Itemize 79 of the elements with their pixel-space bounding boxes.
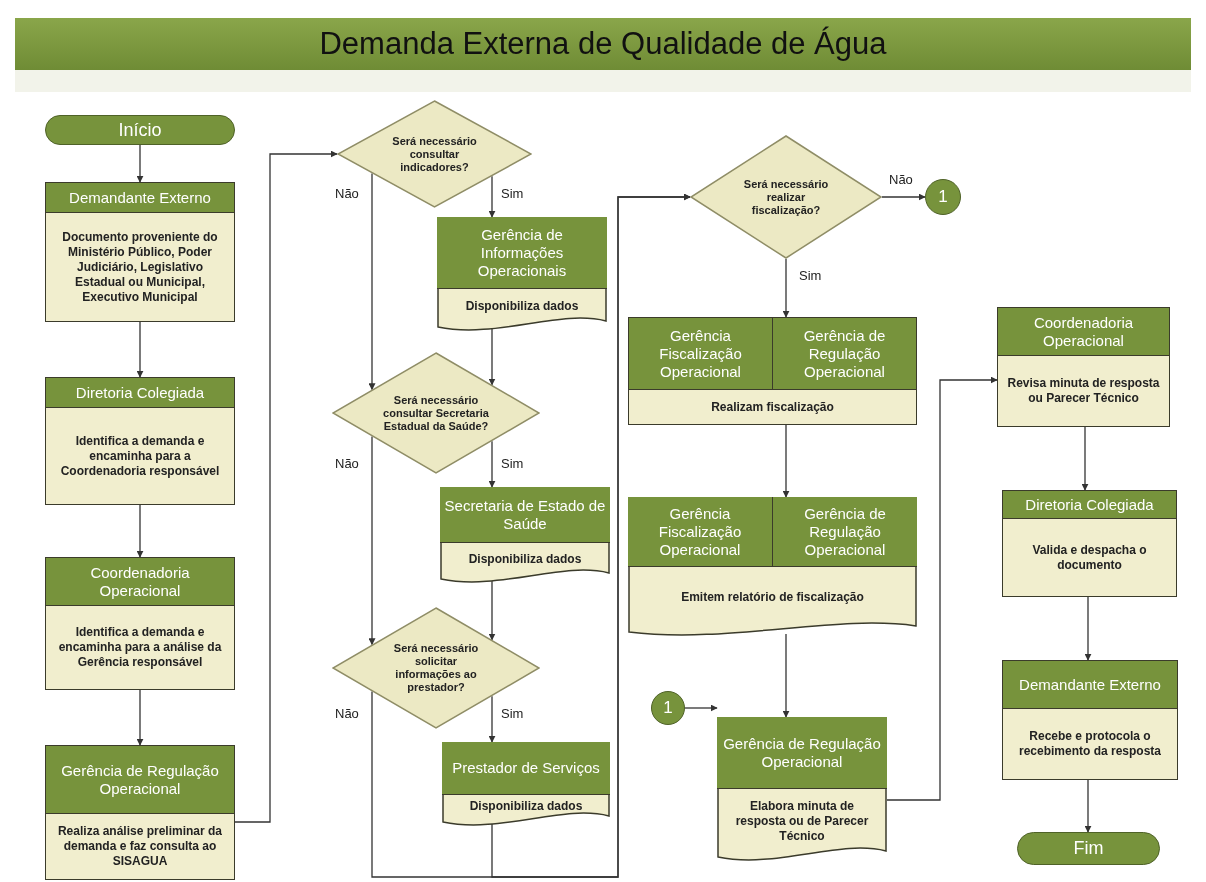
arrow — [881, 193, 926, 201]
step-text: Elabora minuta de resposta ou de Parecer Técnico — [734, 797, 870, 845]
role-header: Diretoria Colegiada — [1003, 491, 1176, 519]
arrow — [136, 504, 144, 558]
decision-diamond — [332, 607, 540, 729]
arrow — [886, 376, 998, 801]
question-text: Será necessário consultar Secretaria Estadual da Saúde? — [382, 393, 490, 433]
connector-circle: 1 — [651, 691, 685, 725]
arrow — [488, 580, 496, 641]
step-text: Documento proveniente do Ministério Público, Poder Judiciário, Legislativo Estadual ou Municipal, Executivo Municipal — [61, 228, 219, 306]
process-card — [1002, 660, 1178, 780]
arrow — [782, 424, 790, 498]
step-text: Identifica a demanda e encaminha para a Coordenadoria responsável — [59, 432, 221, 480]
process-card — [997, 307, 1170, 427]
arrow — [488, 328, 496, 386]
role-header: Gerência Fiscalização Operacional — [628, 497, 772, 567]
process-card — [45, 377, 235, 505]
question-text: Será necessário realizar fiscalização? — [742, 177, 830, 217]
step-text: Identifica a demanda e encaminha para a análise da Gerência responsável — [57, 624, 223, 671]
arrow — [491, 193, 691, 878]
arrow — [782, 633, 790, 718]
process-card — [45, 182, 235, 322]
process-card — [45, 557, 235, 690]
step-text: Disponibiliza dados — [467, 550, 583, 568]
arrow — [1081, 426, 1089, 491]
role-header: Demandante Externo — [46, 183, 234, 213]
connector-circle: 1 — [925, 179, 961, 215]
step-text: Disponibiliza dados — [464, 297, 580, 315]
arrow — [1084, 779, 1092, 833]
role-header: Secretaria de Estado de Saúde — [440, 487, 610, 543]
role-header: Prestador de Serviços — [442, 742, 610, 795]
edge-label: Sim — [499, 706, 526, 721]
step-text: Revisa minuta de resposta ou Parecer Técnico — [1006, 375, 1161, 407]
arrow — [488, 695, 496, 743]
role-header: Coordenadoria Operacional — [998, 308, 1169, 356]
role-header: Gerência de Regulação Operacional — [772, 318, 916, 390]
edge-label: Sim — [797, 268, 824, 283]
edge-label: Sim — [499, 186, 526, 201]
terminal-shape: Início — [45, 115, 235, 145]
title-banner: Demanda Externa de Qualidade de Água — [15, 18, 1191, 92]
process-card — [45, 745, 235, 880]
arrow — [782, 258, 790, 318]
role-header: Gerência de Regulação Operacional — [717, 717, 887, 789]
decision-diamond — [332, 352, 540, 474]
process-card — [628, 317, 917, 425]
arrow — [136, 689, 144, 746]
step-text: Valida e despacha o documento — [1031, 541, 1148, 574]
step-text: Realizam fiscalização — [710, 398, 835, 416]
arrow — [368, 172, 376, 391]
arrow — [136, 144, 144, 183]
decision-diamond — [690, 135, 882, 259]
step-text: Recebe e protocola o recebimento da resposta — [1017, 728, 1163, 760]
arrow — [684, 704, 718, 712]
arrow — [234, 150, 338, 823]
arrow — [1084, 596, 1092, 661]
role-header: Diretoria Colegiada — [46, 378, 234, 408]
edge-label: Não — [333, 706, 361, 721]
step-text: Realiza análise preliminar da demanda e faz consulta ao SISAGUA — [56, 823, 224, 870]
arrow — [488, 440, 496, 488]
role-header: Gerência de Informações Operacionais — [437, 217, 607, 289]
edge-label: Não — [333, 456, 361, 471]
arrow — [368, 435, 376, 646]
edge-label: Sim — [499, 456, 526, 471]
arrow — [488, 175, 496, 218]
edge-label: Não — [333, 186, 361, 201]
terminal-shape: Fim — [1017, 832, 1160, 865]
role-header: Gerência de Regulação Operacional — [46, 746, 234, 814]
step-text: Emitem relatório de fiscalização — [680, 589, 865, 606]
step-text: Disponibiliza dados — [468, 798, 584, 815]
question-text: Será necessário consultar indicadores? — [391, 134, 478, 174]
role-header: Coordenadoria Operacional — [46, 558, 234, 606]
role-header: Gerência de Regulação Operacional — [772, 497, 917, 567]
decision-diamond — [337, 100, 532, 208]
role-header: Demandante Externo — [1003, 661, 1177, 709]
role-header: Gerência Fiscalização Operacional — [629, 318, 772, 390]
question-text: Será necessário solicitar informações ao prestador? — [392, 642, 480, 694]
arrow — [136, 321, 144, 378]
edge-label: Não — [887, 172, 915, 187]
process-card — [1002, 490, 1177, 597]
